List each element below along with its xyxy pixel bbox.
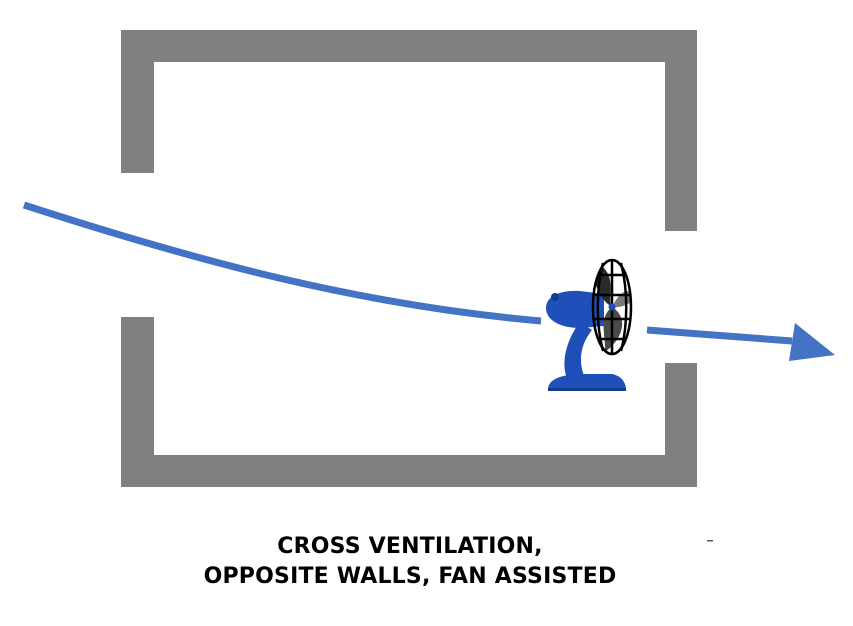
desk-fan-icon xyxy=(546,258,633,391)
caption-line-2: OPPOSITE WALLS, FAN ASSISTED xyxy=(203,564,617,589)
right-wall-upper xyxy=(665,30,697,231)
fan-guard xyxy=(591,258,633,356)
fan-base-shadow xyxy=(548,388,626,391)
left-wall-lower xyxy=(121,317,154,487)
caption-line-1: CROSS VENTILATION, xyxy=(277,534,543,559)
top-wall xyxy=(121,30,697,62)
fan-base xyxy=(548,374,626,390)
airflow-path-outflow xyxy=(646,326,793,345)
airflow-arrow-icon xyxy=(22,201,835,361)
left-wall-upper xyxy=(121,30,154,173)
airflow-path-inflow xyxy=(22,201,542,325)
airflow-arrowhead xyxy=(789,323,835,361)
fan-stand xyxy=(564,322,592,380)
stray-mark xyxy=(707,540,713,542)
fan-motor-housing xyxy=(546,290,604,328)
fan-motor-knob xyxy=(551,293,559,301)
right-wall-lower xyxy=(665,363,697,487)
room-walls xyxy=(121,30,697,487)
fan-hub xyxy=(608,303,616,311)
bottom-wall xyxy=(121,455,697,487)
